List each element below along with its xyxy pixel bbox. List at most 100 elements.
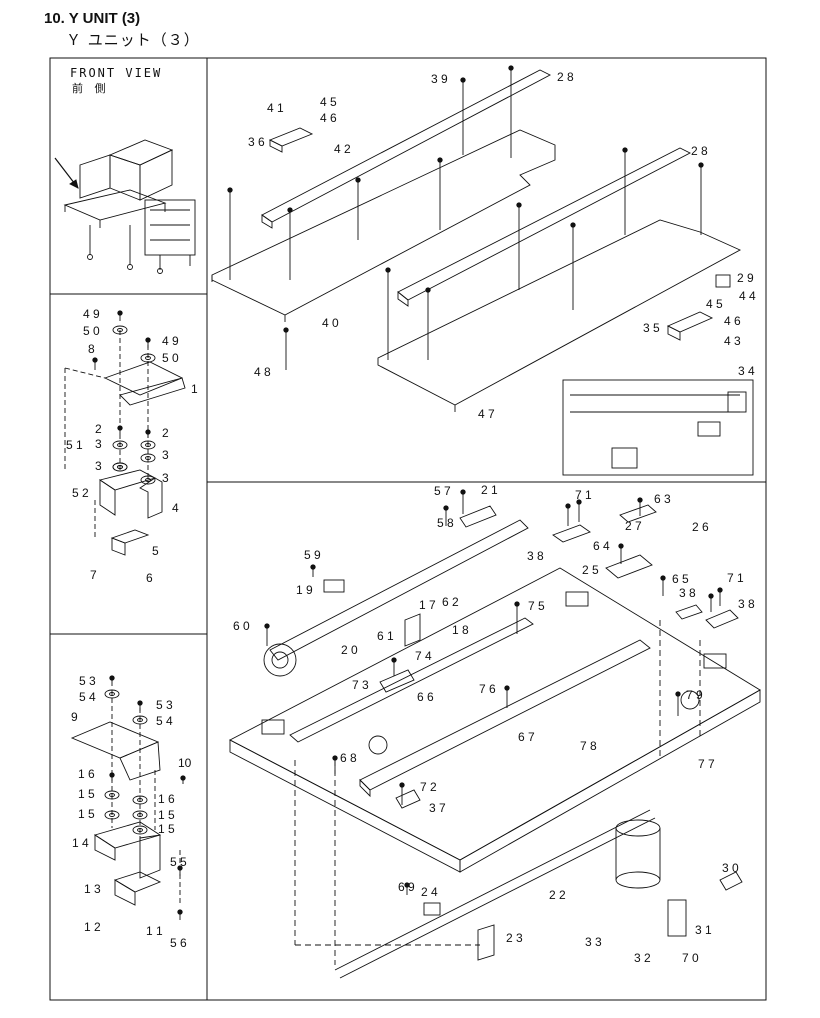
front-view-jp-label: 前 側: [72, 81, 110, 95]
washer-hole: [109, 692, 115, 696]
screw-head: [145, 429, 151, 435]
part-label: 4 3: [724, 334, 741, 348]
part-label: 3 1: [695, 923, 712, 937]
part-label: 8: [88, 342, 95, 356]
part-label: 6 2: [442, 595, 459, 609]
part-label: 4 9: [83, 307, 100, 321]
part-label: 6 5: [672, 572, 689, 586]
part-label: 6 7: [518, 730, 535, 744]
part-label: 4 4: [739, 289, 756, 303]
part-label: 7: [90, 568, 97, 582]
screw-head: [145, 337, 151, 343]
part-label: 5 3: [79, 674, 96, 688]
washer-hole: [117, 443, 123, 447]
screw-head: [227, 187, 233, 193]
part-label: 7 0: [682, 951, 699, 965]
screw-head: [92, 357, 98, 363]
screw-head: [460, 77, 466, 83]
screw-head: [310, 564, 316, 570]
part-label: 2 5: [582, 563, 599, 577]
part-label: 5 9: [304, 548, 321, 562]
part-label: 2 4: [421, 885, 438, 899]
part-label: 5 7: [434, 484, 451, 498]
part-label: 2 2: [549, 888, 566, 902]
washer-hole: [145, 356, 151, 360]
washer: [132, 715, 148, 725]
part-label: 6 3: [654, 492, 671, 506]
part-label: 5 3: [156, 698, 173, 712]
part-label: 7 8: [580, 739, 597, 753]
part-label: 7 4: [415, 649, 432, 663]
part-label: 5 4: [79, 690, 96, 704]
screw-head: [391, 657, 397, 663]
screw-head: [177, 865, 183, 871]
part-label: 7 2: [420, 780, 437, 794]
part-label: 3: [162, 471, 169, 485]
part-label: 5 8: [437, 516, 454, 530]
part-label: 5 1: [66, 438, 83, 452]
part-label: 1 6: [78, 767, 95, 781]
part-label: 1: [191, 382, 198, 396]
part-label: 4 6: [724, 314, 741, 328]
screw-head: [675, 691, 681, 697]
screw-head: [332, 755, 338, 761]
part-label: 10: [178, 756, 192, 770]
screw-head: [177, 909, 183, 915]
part-label: 5 0: [83, 324, 100, 338]
screw-head: [425, 287, 431, 293]
screw-head: [660, 575, 666, 581]
screw-head: [109, 772, 115, 778]
washer: [104, 689, 120, 699]
front-view-label: FRONT VIEW: [70, 66, 162, 80]
part-label: 3 5: [643, 321, 660, 335]
part-label: 7 9: [686, 688, 703, 702]
part-label: 6 0: [233, 619, 250, 633]
part-label: 1 5: [158, 808, 175, 822]
screw-head: [508, 65, 514, 71]
washer: [112, 462, 128, 472]
part-label: 3: [95, 437, 102, 451]
part-label: 3 0: [722, 861, 739, 875]
part-label: 3 8: [738, 597, 755, 611]
washer-hole: [109, 813, 115, 817]
screw-head: [404, 882, 410, 888]
part-label: 1 5: [78, 807, 95, 821]
screw-head: [717, 587, 723, 593]
part-label: 1 4: [72, 836, 89, 850]
part-label: 7 1: [575, 488, 592, 502]
part-label: 3: [162, 448, 169, 462]
washer: [132, 810, 148, 820]
part-label: 6: [146, 571, 153, 585]
part-label: 5 6: [170, 936, 187, 950]
screw-head: [283, 327, 289, 333]
washer-hole: [137, 718, 143, 722]
screw-head: [698, 162, 704, 168]
part-label: 2 7: [625, 519, 642, 533]
part-label: 1 8: [452, 623, 469, 637]
screw-head: [443, 505, 449, 511]
screw-head: [385, 267, 391, 273]
screw-head: [514, 601, 520, 607]
part-label: 5 2: [72, 486, 89, 500]
screw-head: [180, 775, 186, 781]
part-label: 7 6: [479, 682, 496, 696]
part-label: 1 3: [84, 882, 101, 896]
screw-head: [708, 593, 714, 599]
washer: [140, 353, 156, 363]
washer-hole: [137, 798, 143, 802]
washer: [140, 475, 156, 485]
part-label: 6 1: [377, 629, 394, 643]
washer-hole: [109, 793, 115, 797]
part-label: 3 7: [429, 801, 446, 815]
part-label: 4 5: [706, 297, 723, 311]
washer: [140, 453, 156, 463]
part-label: 6 6: [417, 690, 434, 704]
screw-head: [355, 177, 361, 183]
part-label: 6 4: [593, 539, 610, 553]
washer: [104, 790, 120, 800]
washer: [132, 825, 148, 835]
part-label: 3 2: [634, 951, 651, 965]
part-label: 2 3: [506, 931, 523, 945]
washer: [112, 440, 128, 450]
washer-hole: [117, 328, 123, 332]
